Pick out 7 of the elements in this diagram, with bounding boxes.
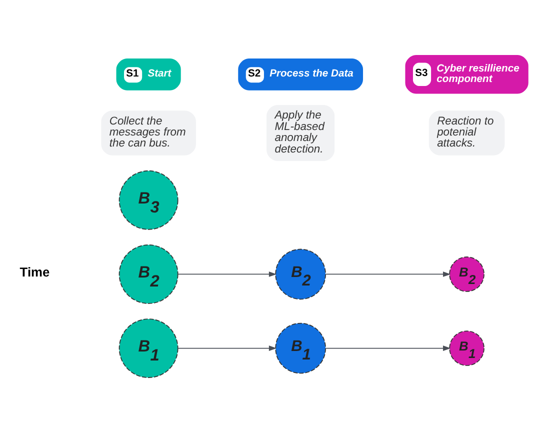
- arrow: [177, 270, 277, 276]
- arrow: [325, 270, 451, 276]
- node-box: S2 Process the Data: [238, 58, 364, 90]
- arrow: [325, 345, 451, 350]
- node-box: S1 Start: [116, 58, 181, 90]
- label: Time: [20, 264, 50, 279]
- arrow: [177, 345, 277, 350]
